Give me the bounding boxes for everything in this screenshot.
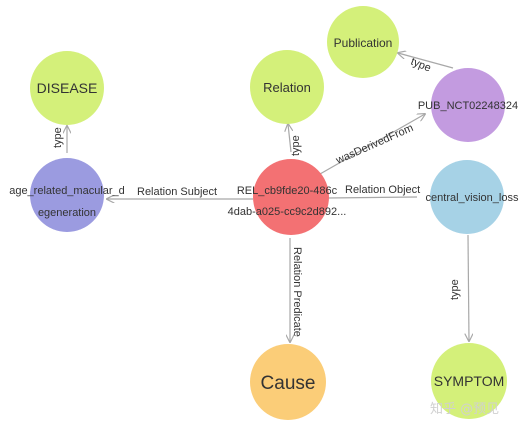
node-disease[interactable]: DISEASE [30, 51, 104, 125]
node-label-disease: DISEASE [37, 80, 98, 96]
node-label-amd-line1: age_related_macular_d [9, 185, 125, 197]
edge-label-cvl-type: type [449, 279, 461, 300]
edge-was-derived-from [319, 114, 425, 175]
edge-label-pub-type: type [409, 56, 433, 75]
node-label-rel-line2: 4dab-a025-cc9c2d892... [228, 206, 347, 218]
watermark: 知乎 @预见 [430, 402, 500, 417]
node-label-central-vision-loss: central_vision_loss [426, 192, 519, 204]
node-label-rel-line1: REL_cb9fde20-486c [237, 185, 338, 197]
node-relation[interactable]: Relation [250, 50, 324, 124]
edge-relation-object [327, 196, 418, 199]
edge-label-relation-subject: Relation Subject [137, 186, 217, 198]
node-label-cause: Cause [261, 373, 316, 394]
edge-label-amd-type: type [52, 127, 64, 148]
node-central-vision-loss[interactable]: central_vision_loss [426, 160, 519, 234]
node-amd[interactable]: age_related_macular_d egeneration [9, 158, 125, 232]
node-label-amd-line2: egeneration [38, 207, 96, 219]
edge-label-rel-type: type [290, 135, 302, 156]
node-label-relation: Relation [263, 80, 311, 95]
node-pub-nct[interactable]: PUB_NCT02248324 [418, 68, 518, 142]
edge-pub-type [398, 53, 454, 69]
edge-label-relation-object: Relation Object [345, 184, 420, 196]
node-label-publication: Publication [334, 36, 393, 50]
node-symptom[interactable]: SYMPTOM [431, 343, 507, 419]
node-cause[interactable]: Cause [250, 344, 326, 420]
edge-label-was-derived-from: wasDerivedFrom [333, 122, 415, 167]
node-relation-instance[interactable]: REL_cb9fde20-486c 4dab-a025-cc9c2d892... [228, 159, 347, 235]
edge-rel-type [288, 124, 291, 153]
node-publication[interactable]: Publication [327, 6, 399, 78]
edge-label-relation-predicate: Relation Predicate [291, 247, 303, 337]
node-label-pub-nct: PUB_NCT02248324 [418, 100, 518, 112]
node-label-symptom: SYMPTOM [434, 373, 505, 389]
edge-cvl-type [468, 234, 469, 341]
